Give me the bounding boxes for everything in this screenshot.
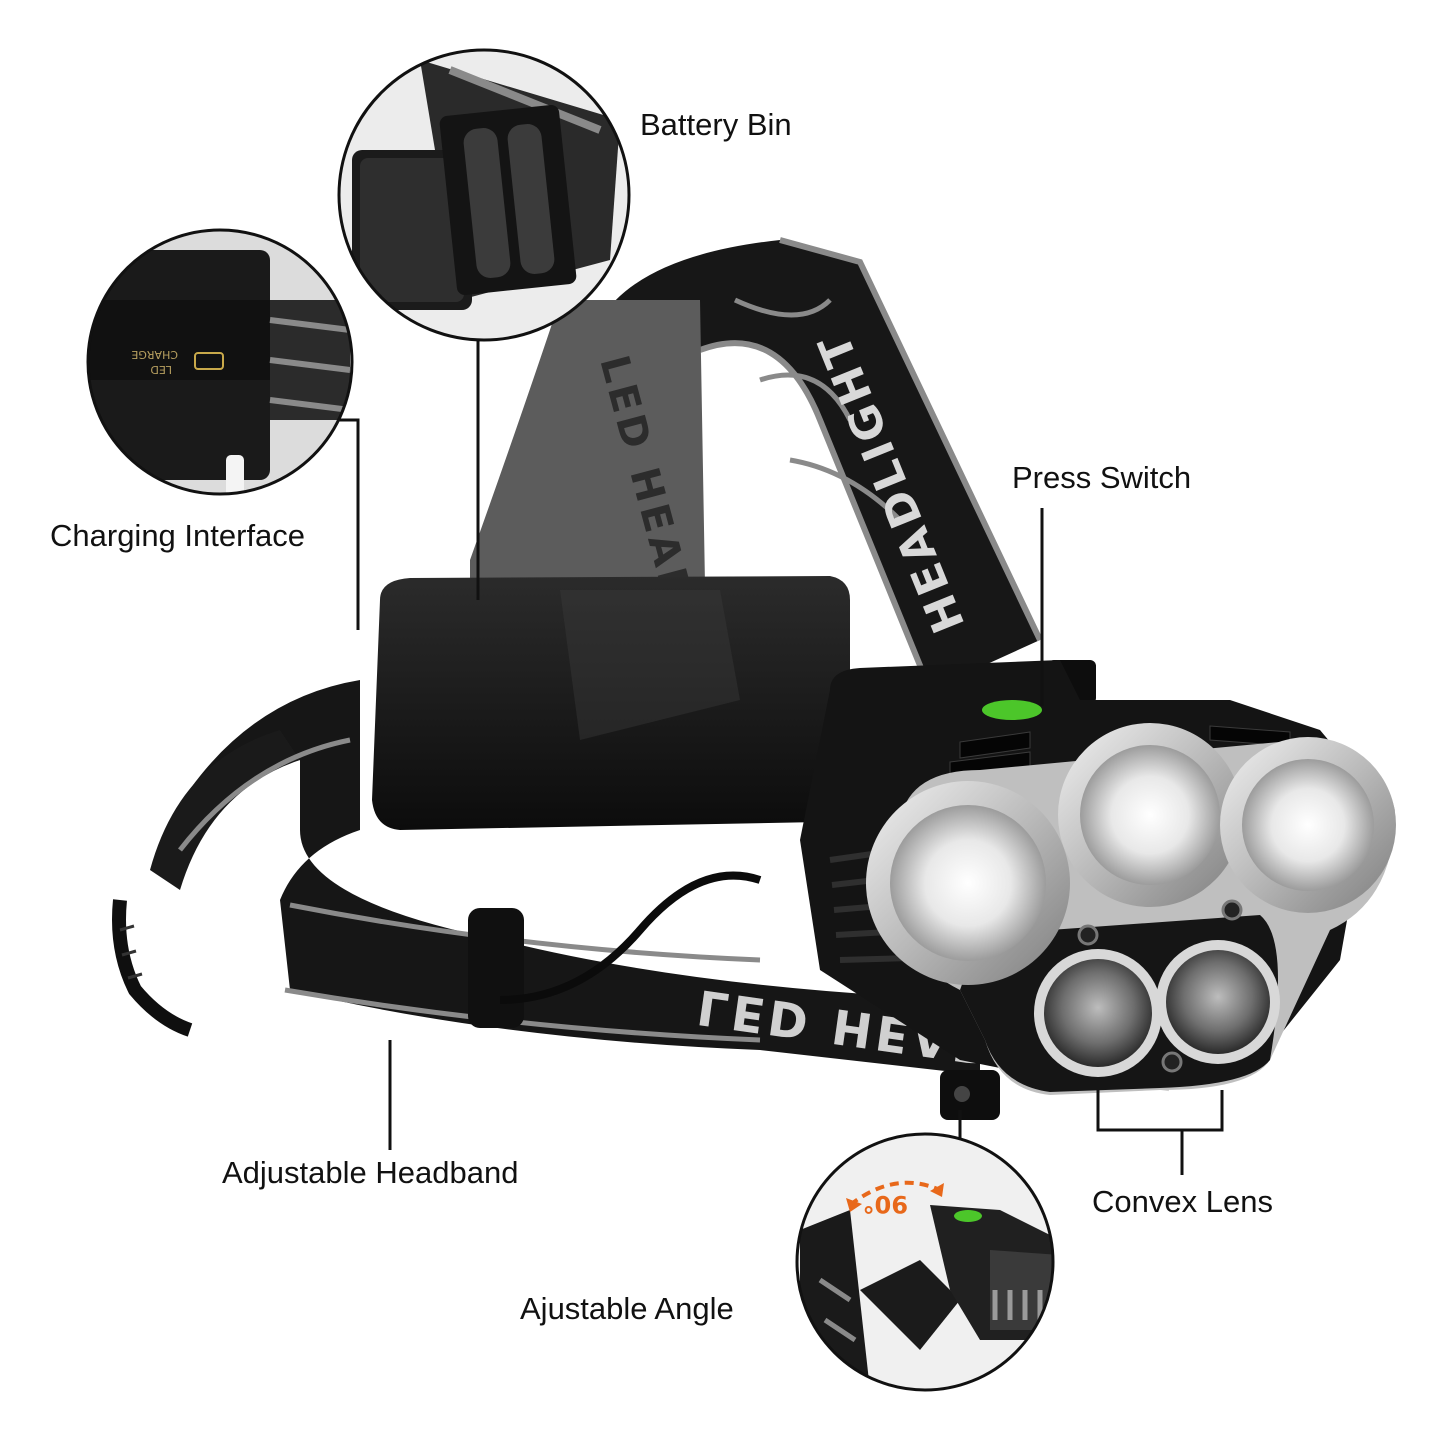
- convex-lens-label: Convex Lens: [1092, 1184, 1273, 1219]
- lamp-head: [800, 660, 1396, 1120]
- adjustable-angle-label: Ajustable Angle: [520, 1291, 734, 1326]
- press-switch-label: Press Switch: [1012, 460, 1192, 495]
- main-lenses: [866, 723, 1396, 985]
- coiled-cable: [112, 899, 193, 1037]
- led-label: LED: [150, 363, 172, 376]
- strap-clip: [468, 908, 524, 1028]
- adjustable-headband-label: Adjustable Headband: [222, 1155, 519, 1190]
- power-cable: [499, 871, 762, 1004]
- battery-box: [372, 576, 850, 830]
- charging-interface-label: Charging Interface: [50, 518, 306, 553]
- angle-inset: 90°: [795, 1132, 1055, 1392]
- side-strap: [170, 680, 980, 1075]
- lead-lines: [310, 335, 1224, 1175]
- charge-label: CHARGE: [131, 348, 178, 361]
- back-strap: [470, 300, 705, 585]
- switch-button: [982, 700, 1042, 720]
- convex-lenses: [1034, 940, 1280, 1077]
- battery-bin-inset: [337, 48, 631, 342]
- charging-inset: CHARGE LED: [86, 228, 354, 496]
- battery-bin-label: Battery Bin: [640, 107, 792, 142]
- angle-value: 90°: [863, 1190, 908, 1218]
- angle-arrow: [848, 1180, 941, 1207]
